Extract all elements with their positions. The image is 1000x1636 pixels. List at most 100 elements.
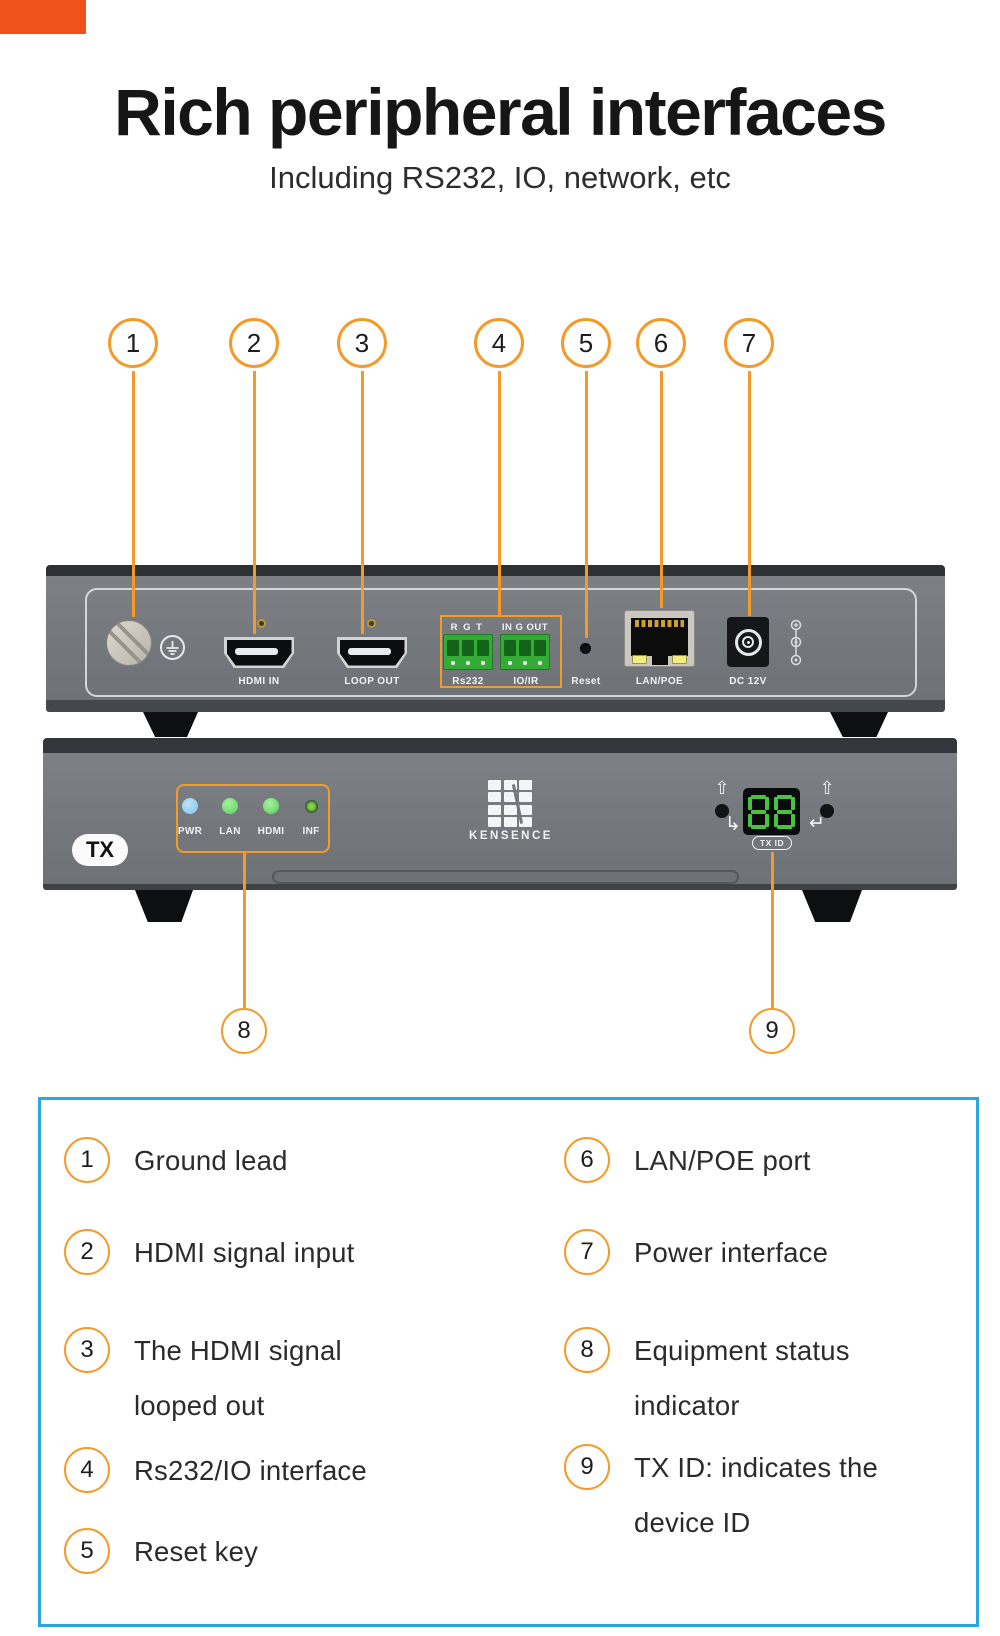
callout-line-1 bbox=[131, 371, 135, 617]
lan-led bbox=[222, 798, 238, 814]
legend-item-1: 1 Ground lead bbox=[64, 1137, 514, 1188]
led-highlight-box bbox=[176, 784, 330, 853]
terminal-slot bbox=[477, 640, 489, 656]
callout-number-3: 3 bbox=[354, 327, 370, 358]
tx-badge: TX bbox=[72, 834, 128, 866]
terminal-dot bbox=[466, 661, 470, 665]
rear-bottom-edge bbox=[46, 700, 945, 712]
legend-num-7: 7 bbox=[564, 1229, 610, 1275]
terminal-dot bbox=[481, 661, 485, 665]
callout-circle-8: 8 bbox=[221, 1008, 267, 1054]
tx-id-display bbox=[743, 788, 800, 835]
tx-id-tag: TX ID bbox=[752, 836, 792, 850]
legend-text-9: TX ID: indicates the device ID bbox=[634, 1452, 878, 1538]
kensence-logo-icon bbox=[488, 780, 532, 827]
rgt-header: R G T bbox=[450, 622, 484, 633]
callout-line-9 bbox=[770, 852, 774, 1008]
loop-out-port-slot bbox=[348, 648, 391, 655]
legend-text-5: Reset key bbox=[134, 1536, 259, 1567]
polarity-diagram-icon bbox=[790, 619, 802, 666]
rj45-led-left bbox=[632, 655, 647, 664]
legend-text-1: Ground lead bbox=[134, 1145, 288, 1176]
up-arrow-icon: ⇧ bbox=[819, 778, 835, 798]
front-foot-left bbox=[135, 890, 193, 922]
rs232-io-highlight-box bbox=[440, 615, 562, 688]
inf-led-label: INF bbox=[302, 826, 320, 837]
front-bottom-edge bbox=[43, 884, 957, 890]
up-arrow-icon: ⇧ bbox=[714, 778, 730, 798]
callout-circle-1: 1 bbox=[108, 318, 158, 368]
brand-name: KENSENCE bbox=[469, 830, 553, 842]
legend-num-text: 4 bbox=[80, 1456, 94, 1483]
inf-led bbox=[305, 800, 318, 813]
legend-num-5: 5 bbox=[64, 1528, 110, 1574]
legend-text-4: Rs232/IO interface bbox=[134, 1455, 367, 1486]
terminal-slot bbox=[504, 640, 516, 656]
dc-jack-pin bbox=[746, 640, 750, 644]
rj45-pins bbox=[635, 620, 684, 627]
callout-number-4: 4 bbox=[491, 327, 507, 358]
legend-num-text: 2 bbox=[80, 1238, 94, 1265]
callout-circle-4: 4 bbox=[474, 318, 524, 368]
loop-out-port bbox=[337, 637, 407, 668]
legend-num-text: 8 bbox=[580, 1336, 594, 1363]
pwr-led-label: PWR bbox=[177, 826, 203, 837]
dc-jack-outer-ring bbox=[734, 628, 762, 656]
hdmi-in-screw-hole bbox=[257, 619, 266, 628]
terminal-dot bbox=[538, 661, 542, 665]
terminal-slot bbox=[519, 640, 531, 656]
front-vent-slot bbox=[272, 870, 739, 884]
legend-text-8: Equipment status indicator bbox=[634, 1335, 850, 1421]
callout-line-3 bbox=[360, 371, 364, 634]
rs232-terminal-block bbox=[443, 634, 493, 670]
ground-symbol-icon bbox=[160, 635, 185, 660]
hdmi-in-port bbox=[224, 637, 294, 668]
legend-item-2: 2 HDMI signal input bbox=[64, 1229, 514, 1280]
callout-line-6 bbox=[659, 371, 663, 608]
id-down-button bbox=[715, 804, 729, 818]
legend-num-3: 3 bbox=[64, 1327, 110, 1373]
loop-out-screw-hole bbox=[367, 619, 376, 628]
legend-num-text: 1 bbox=[80, 1146, 94, 1173]
rj45-opening bbox=[631, 618, 688, 656]
callout-line-5 bbox=[584, 371, 588, 638]
reset-hole bbox=[580, 643, 591, 654]
rear-foot-left bbox=[143, 712, 198, 737]
enter-arrow-icon: ↵ bbox=[809, 813, 825, 834]
callout-number-2: 2 bbox=[246, 327, 262, 358]
lan-poe-port bbox=[624, 610, 695, 667]
legend-num-4: 4 bbox=[64, 1447, 110, 1493]
callout-number-8: 8 bbox=[237, 1017, 251, 1044]
terminal-dot bbox=[523, 661, 527, 665]
terminal-dot bbox=[451, 661, 455, 665]
legend-num-9: 9 bbox=[564, 1444, 610, 1490]
callout-circle-7: 7 bbox=[724, 318, 774, 368]
terminal-dot bbox=[508, 661, 512, 665]
rear-top-edge bbox=[46, 565, 945, 576]
loop-out-label: LOOP OUT bbox=[344, 676, 400, 687]
rear-face-outline bbox=[85, 588, 917, 697]
hdmi-led bbox=[263, 798, 279, 814]
callout-circle-2: 2 bbox=[229, 318, 279, 368]
legend-num-1: 1 bbox=[64, 1137, 110, 1183]
callout-number-1: 1 bbox=[125, 327, 141, 358]
pwr-led bbox=[182, 798, 198, 814]
id-up-button bbox=[820, 804, 834, 818]
page-subtitle: Including RS232, IO, network, etc bbox=[269, 160, 731, 195]
legend-num-text: 5 bbox=[80, 1537, 94, 1564]
legend-text-6: LAN/POE port bbox=[634, 1145, 811, 1176]
callout-circle-3: 3 bbox=[337, 318, 387, 368]
callout-number-7: 7 bbox=[741, 327, 757, 358]
legend-text-2: HDMI signal input bbox=[134, 1237, 355, 1268]
legend-num-text: 9 bbox=[580, 1453, 594, 1480]
in-g-out-header: IN G OUT bbox=[501, 622, 549, 633]
legend-item-7: 7 Power interface bbox=[564, 1229, 994, 1280]
callout-line-7 bbox=[747, 371, 751, 616]
page-title: Rich peripheral interfaces bbox=[114, 75, 887, 149]
legend-num-6: 6 bbox=[564, 1137, 610, 1183]
legend-text-3: The HDMI signal looped out bbox=[134, 1335, 342, 1421]
reset-label: Reset bbox=[571, 676, 601, 687]
rs232-label: Rs232 bbox=[452, 676, 484, 687]
legend-num-text: 6 bbox=[580, 1146, 594, 1173]
hdmi-in-label: HDMI IN bbox=[238, 676, 280, 687]
